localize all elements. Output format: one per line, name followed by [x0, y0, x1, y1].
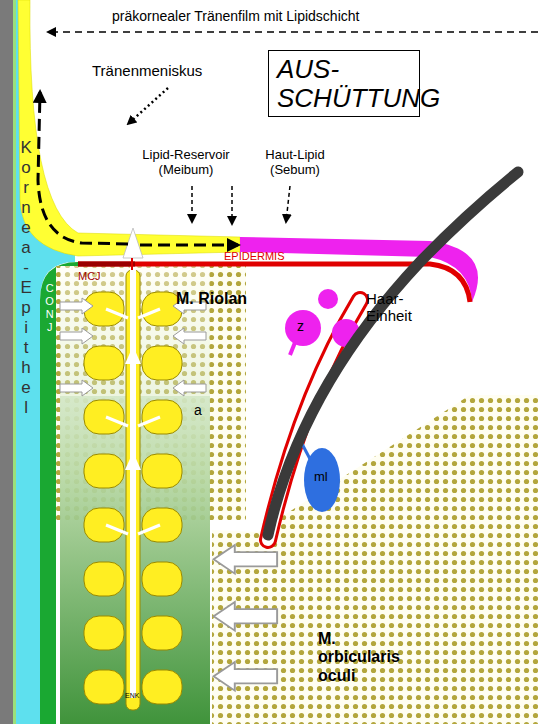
- box-text: AUS-SCHÜTTUNG: [277, 55, 411, 112]
- mcj-label: MCJ: [78, 270, 101, 283]
- part-letter: ENK: [125, 692, 139, 700]
- part-letter: a: [194, 402, 202, 418]
- part-letter: z: [297, 318, 304, 334]
- meniscus-label: Tränenmeniskus: [92, 62, 232, 79]
- hair-unit-label: Haar-Einheit: [366, 290, 430, 325]
- tear-film-label: präkornealer Tränenfilm mit Lipidschicht: [112, 8, 442, 24]
- muscle-label: M. Riolan: [176, 290, 276, 308]
- reservoir-label: Lipid-Reservoir (Meibum): [132, 148, 240, 178]
- part-letter: ml: [314, 470, 328, 485]
- conj-label: CONJ: [43, 282, 56, 334]
- skin-lipid-label: Haut-Lipid (Sebum): [250, 148, 340, 178]
- epidermis-label: EPIDERMIS: [224, 250, 285, 263]
- text-box: AUS-SCHÜTTUNG: [268, 50, 420, 117]
- muscle-label: M. orbicularis oculi: [318, 630, 418, 685]
- cornea-label: Kornea-Epithel: [16, 138, 36, 418]
